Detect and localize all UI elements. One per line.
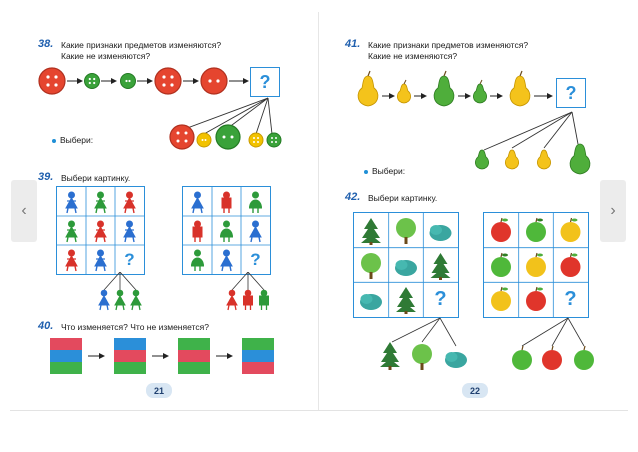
ex40-number: 40. bbox=[38, 320, 54, 332]
choice-fir-tree bbox=[380, 342, 400, 370]
ex41-question-line2: Какие не изменяются? bbox=[368, 51, 458, 61]
pear-yellow-small bbox=[396, 79, 412, 104]
page-number-22: 22 bbox=[462, 383, 488, 398]
figure-blue bbox=[65, 191, 78, 214]
ex42-number: 42. bbox=[345, 191, 361, 203]
choice-green-large[interactable] bbox=[215, 124, 241, 150]
ex38-button-sequence bbox=[38, 67, 282, 150]
ex40-stripe-sequence bbox=[50, 338, 274, 374]
ex40-question: Что изменяется? Что не изменяется? bbox=[61, 322, 209, 332]
ex42-grid-trees-figures bbox=[354, 213, 458, 317]
ex38-choose-label: Выбери: bbox=[60, 135, 94, 145]
ex38-number: 38. bbox=[38, 38, 54, 50]
ex39-grid-a-qmark[interactable]: ? bbox=[124, 249, 135, 269]
stripe-block-3 bbox=[178, 338, 210, 374]
bush bbox=[429, 225, 452, 241]
ex42-instruction: Выбери картинку. bbox=[368, 193, 438, 203]
pear-green-large bbox=[433, 70, 455, 107]
next-page-button[interactable]: › bbox=[600, 180, 626, 242]
pear-choice-yellow-small[interactable] bbox=[504, 149, 520, 170]
bottom-rule bbox=[10, 410, 628, 411]
choice-green-small[interactable] bbox=[266, 132, 282, 148]
ex38-question-box[interactable]: ? bbox=[250, 67, 280, 97]
ex38-bullet bbox=[52, 139, 56, 143]
pear-yellow-large-2 bbox=[509, 70, 531, 107]
ex39-grid-a: ? bbox=[56, 186, 145, 275]
apple-red bbox=[491, 217, 511, 242]
choice-apple-red bbox=[542, 345, 562, 370]
ex39-number: 39. bbox=[38, 171, 54, 183]
apple-yellow bbox=[560, 217, 581, 242]
ex41-number: 41. bbox=[345, 38, 361, 50]
fir-tree bbox=[361, 218, 381, 245]
choice-red-large[interactable] bbox=[169, 124, 195, 150]
ex42-choices-apples[interactable] bbox=[502, 316, 602, 376]
page-gutter bbox=[318, 12, 319, 410]
round-tree bbox=[396, 218, 416, 244]
ex39-grid-b-figures bbox=[183, 187, 270, 274]
ex39-choices-b[interactable] bbox=[218, 272, 278, 314]
ex42-grid-apples: ? bbox=[483, 212, 589, 318]
button-green-small-2 bbox=[120, 73, 136, 89]
stripe-block-1 bbox=[50, 338, 82, 374]
ex39-grid-a-figures bbox=[57, 187, 144, 274]
apple-green bbox=[526, 217, 546, 242]
ex41-bullet bbox=[364, 170, 368, 174]
figure-red bbox=[123, 191, 136, 214]
prev-page-button[interactable]: ‹ bbox=[11, 180, 37, 242]
ex38-question-line2: Какие не изменяются? bbox=[61, 51, 151, 61]
choice-bush bbox=[445, 352, 467, 368]
ex41-pear-sequence bbox=[357, 70, 591, 175]
page-number-21: 21 bbox=[146, 383, 172, 398]
pear-choice-green-large[interactable] bbox=[569, 143, 591, 175]
stripe-block-4 bbox=[242, 338, 274, 374]
ex39-grid-b: ? bbox=[182, 186, 271, 275]
ex41-question-box[interactable]: ? bbox=[556, 78, 586, 108]
ex42-grid-apples-figures bbox=[484, 213, 588, 317]
choice-yellow-small-2[interactable] bbox=[248, 132, 264, 148]
ex42-grid-apples-qmark[interactable]: ? bbox=[564, 288, 577, 310]
ex39-instruction: Выбери картинку. bbox=[61, 173, 131, 183]
button-red-large bbox=[38, 67, 66, 95]
button-green-small bbox=[84, 73, 100, 89]
figure-green bbox=[94, 191, 107, 214]
choice-apple-green bbox=[512, 345, 532, 370]
chevron-left-icon: ‹ bbox=[21, 202, 27, 219]
choice-apple-green-2 bbox=[574, 345, 594, 370]
pear-choice-green-small[interactable] bbox=[474, 149, 490, 170]
pear-choice-yellow-small-2[interactable] bbox=[536, 149, 552, 170]
ex42-choices-trees[interactable] bbox=[372, 316, 472, 376]
ex42-grid-trees: ? bbox=[353, 212, 459, 318]
chevron-right-icon: › bbox=[610, 202, 616, 219]
choice-yellow-small[interactable] bbox=[196, 132, 212, 148]
ex41-choose-label: Выбери: bbox=[372, 166, 406, 176]
ex42-grid-trees-qmark[interactable]: ? bbox=[434, 288, 447, 310]
pear-green-small bbox=[472, 79, 488, 104]
ex39-grid-b-qmark[interactable]: ? bbox=[250, 249, 261, 269]
ex38-question-line1: Какие признаки предметов изменяются? bbox=[61, 40, 222, 50]
button-red-large-3 bbox=[200, 67, 228, 95]
pear-yellow-large bbox=[357, 70, 379, 107]
button-red-large-2 bbox=[154, 67, 182, 95]
ex39-choices-a[interactable] bbox=[90, 272, 150, 314]
choice-round-tree bbox=[412, 344, 432, 370]
ex41-question-line1: Какие признаки предметов изменяются? bbox=[368, 40, 529, 50]
stripe-block-2 bbox=[114, 338, 146, 374]
